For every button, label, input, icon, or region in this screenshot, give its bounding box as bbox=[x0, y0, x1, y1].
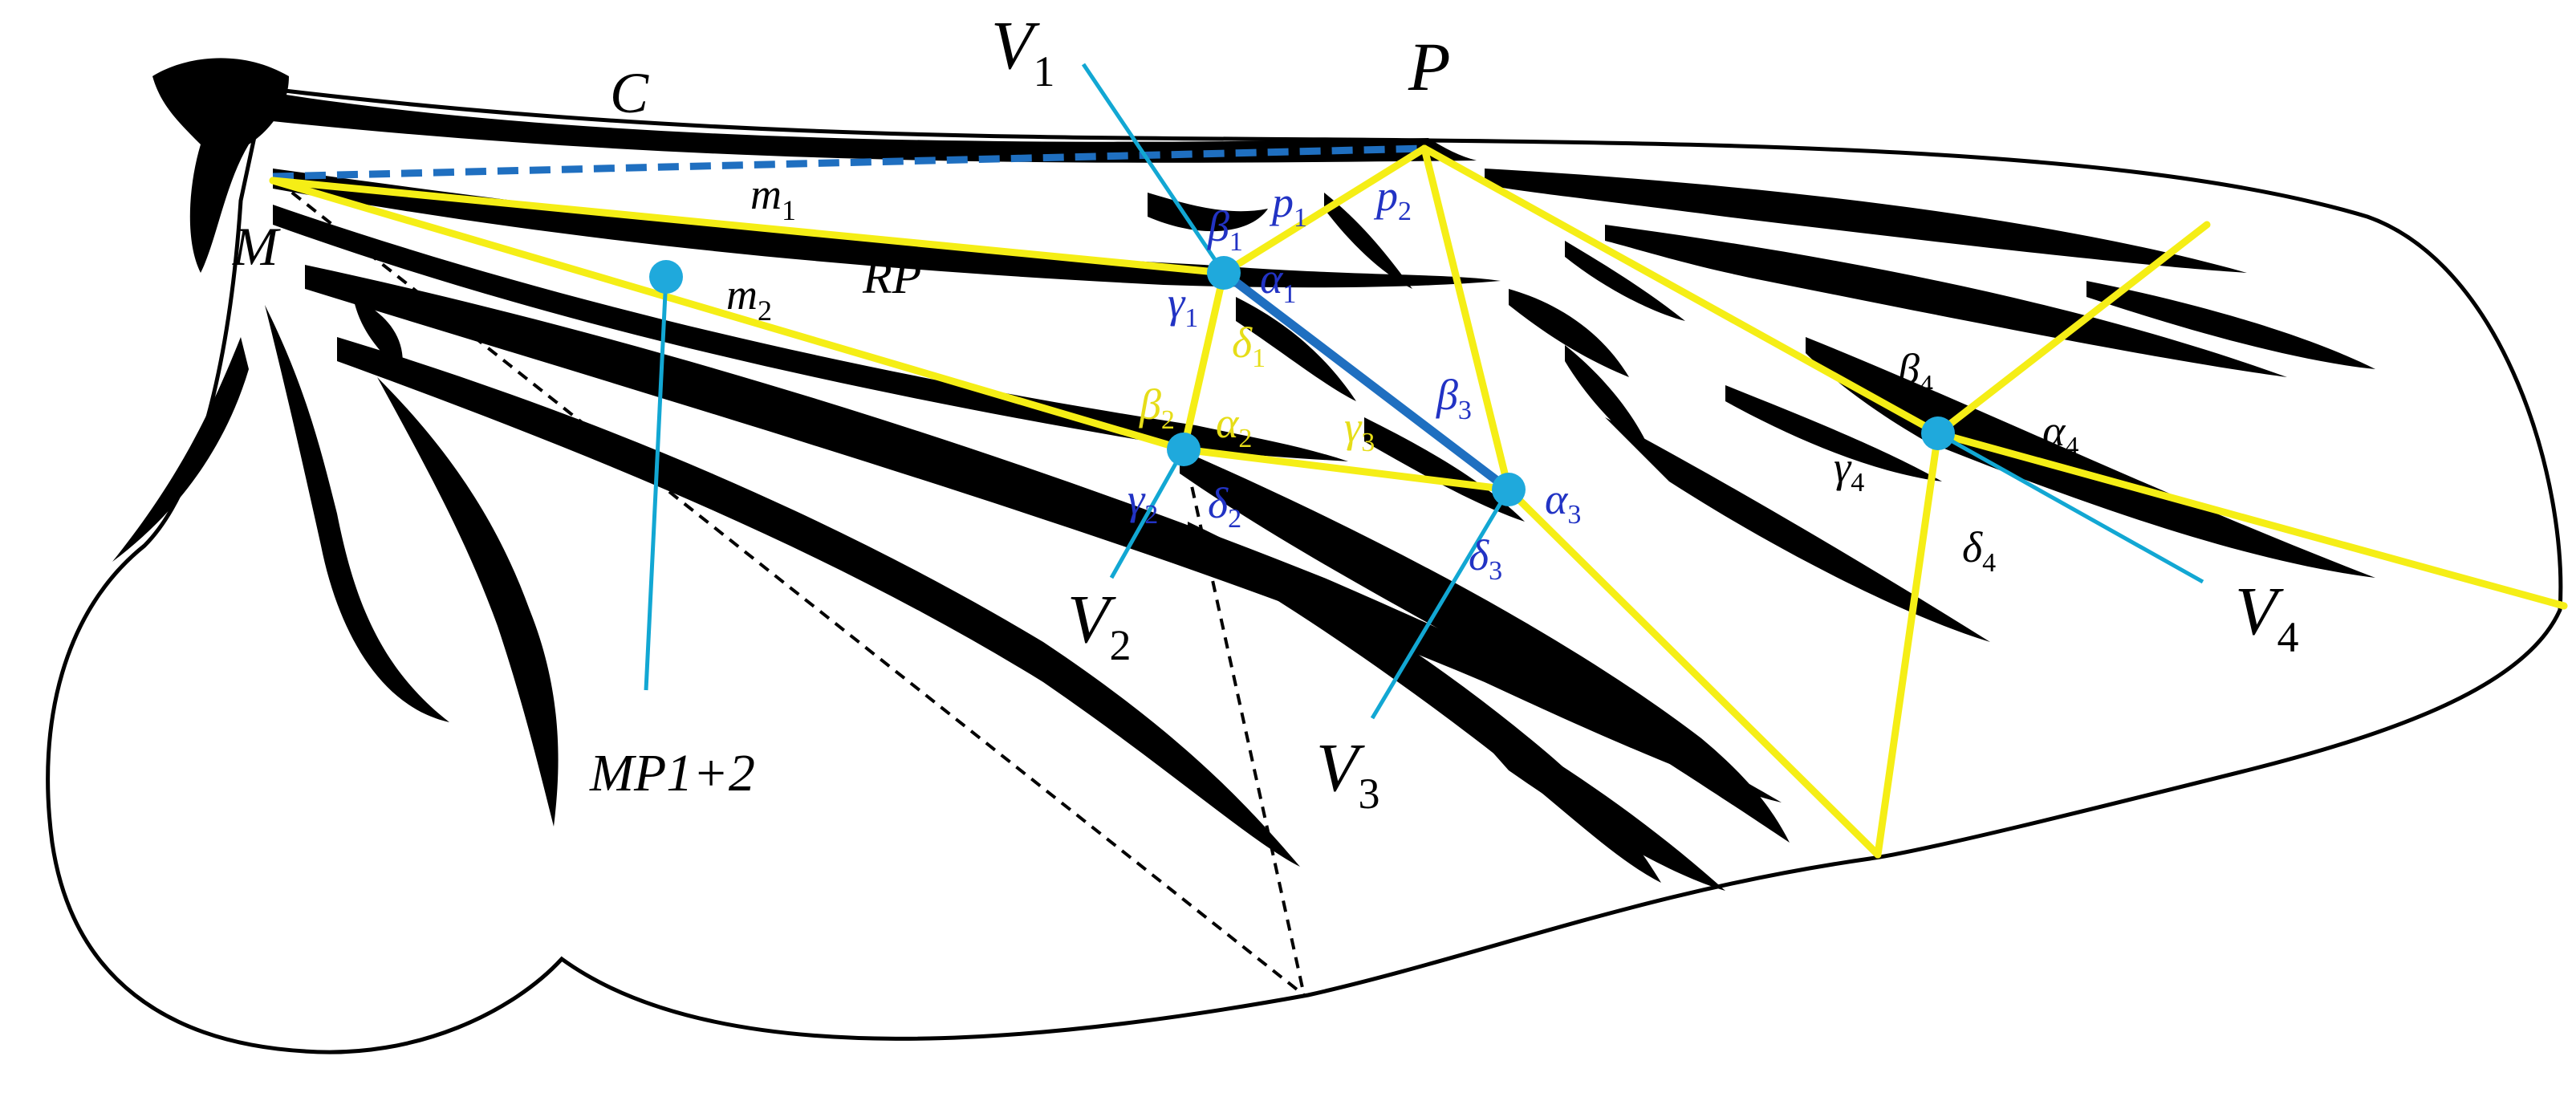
angle-delta3: δ3 bbox=[1469, 531, 1502, 586]
apical-vein-2 bbox=[1605, 225, 2287, 377]
node-v4 bbox=[1921, 416, 1955, 450]
pointer-v3 bbox=[1370, 488, 1511, 720]
blue-line-v1-v3 bbox=[1219, 268, 1514, 494]
angle-beta2: β2 bbox=[1139, 380, 1175, 435]
line-p-v3 bbox=[1420, 144, 1513, 494]
apical-vein-5 bbox=[1605, 417, 1990, 642]
apical-vein-4 bbox=[1565, 241, 1685, 321]
angle-delta2: δ2 bbox=[1208, 479, 1241, 534]
cross-vein-3 bbox=[1324, 193, 1412, 289]
node-v1 bbox=[1207, 256, 1241, 290]
vein-group bbox=[112, 58, 2375, 891]
wing-base bbox=[152, 58, 289, 273]
rp-vein bbox=[273, 169, 1501, 288]
line-v1-p bbox=[1220, 144, 1428, 277]
label-m2: m2 bbox=[726, 270, 772, 327]
angle-gamma2: γ2 bbox=[1128, 475, 1158, 530]
line-v1-v2 bbox=[1180, 269, 1228, 453]
line-v3-bottom bbox=[1505, 486, 1882, 859]
apical-vein-6 bbox=[1725, 385, 1942, 481]
line-m1 bbox=[269, 177, 1228, 277]
node-v3 bbox=[1492, 473, 1526, 506]
angle-beta4: β4 bbox=[1897, 345, 1933, 400]
anal-vein-1 bbox=[265, 305, 449, 722]
label-MP12: MP1+2 bbox=[589, 744, 755, 802]
yellow-lines bbox=[269, 144, 2568, 859]
apical-vein-3 bbox=[1806, 337, 2375, 578]
pointer-mp12 bbox=[644, 276, 668, 691]
cross-vein-4 bbox=[1509, 289, 1629, 377]
line-v2-v3 bbox=[1180, 445, 1513, 494]
label-P: P bbox=[1408, 28, 1451, 105]
line-v4-top bbox=[1934, 221, 2211, 437]
label-V4: V4 bbox=[2235, 572, 2299, 661]
node-mp12 bbox=[649, 260, 683, 294]
angle-delta4: δ4 bbox=[1962, 523, 1996, 578]
line-p-v4 bbox=[1420, 144, 1942, 437]
angle-gamma1: γ1 bbox=[1168, 278, 1198, 333]
dashed-line-v2-tip bbox=[1182, 449, 1306, 996]
anal-vein-3 bbox=[377, 377, 559, 827]
pointer-lines bbox=[644, 63, 2204, 720]
label-V2: V2 bbox=[1067, 580, 1132, 669]
angle-alpha2: α2 bbox=[1216, 399, 1252, 453]
pointer-v1 bbox=[1081, 63, 1226, 274]
angle-alpha1: α1 bbox=[1260, 254, 1296, 309]
line-m2 bbox=[269, 177, 1188, 453]
cross-vein-5 bbox=[1565, 345, 1653, 457]
line-v4-right bbox=[1934, 429, 2568, 610]
line-v4-bottom bbox=[1874, 429, 1942, 859]
angle-alpha3: α3 bbox=[1545, 475, 1581, 530]
label-V3: V3 bbox=[1316, 729, 1380, 818]
label-RP: RP bbox=[862, 250, 921, 303]
apical-vein-7 bbox=[2086, 281, 2375, 369]
cross-vein-6 bbox=[1364, 417, 1525, 522]
label-M: M bbox=[232, 216, 281, 277]
posterior-vein-3 bbox=[1180, 449, 1790, 843]
angle-gamma4: γ4 bbox=[1834, 443, 1864, 498]
apical-vein-1 bbox=[1485, 169, 2247, 273]
angle-p2: p2 bbox=[1373, 172, 1412, 226]
angle-p1: p1 bbox=[1269, 178, 1307, 233]
anal-vein-2 bbox=[112, 337, 249, 562]
dashed-line-m-tip bbox=[275, 179, 1306, 997]
node-v2 bbox=[1167, 433, 1201, 466]
angle-delta1: δ1 bbox=[1232, 319, 1266, 373]
angle-gamma3: γ3 bbox=[1344, 403, 1375, 457]
angle-beta3: β3 bbox=[1436, 371, 1472, 425]
pointer-v2 bbox=[1109, 448, 1186, 579]
anal-blob bbox=[353, 297, 403, 377]
posterior-vein-2 bbox=[337, 337, 1300, 867]
angle-beta1: β1 bbox=[1207, 202, 1243, 257]
cross-vein-2 bbox=[1236, 297, 1356, 401]
label-m1: m1 bbox=[750, 170, 796, 226]
posterior-vein-1 bbox=[305, 265, 1782, 802]
posterior-vein-5 bbox=[1444, 698, 1725, 891]
angle-alpha4: α4 bbox=[2042, 407, 2078, 461]
label-C: C bbox=[610, 61, 649, 125]
m2-vein bbox=[273, 205, 1348, 461]
pointer-v4 bbox=[1936, 431, 2204, 584]
nodes bbox=[649, 256, 1955, 506]
costal-vein bbox=[160, 72, 1477, 163]
label-V1: V1 bbox=[991, 6, 1055, 95]
